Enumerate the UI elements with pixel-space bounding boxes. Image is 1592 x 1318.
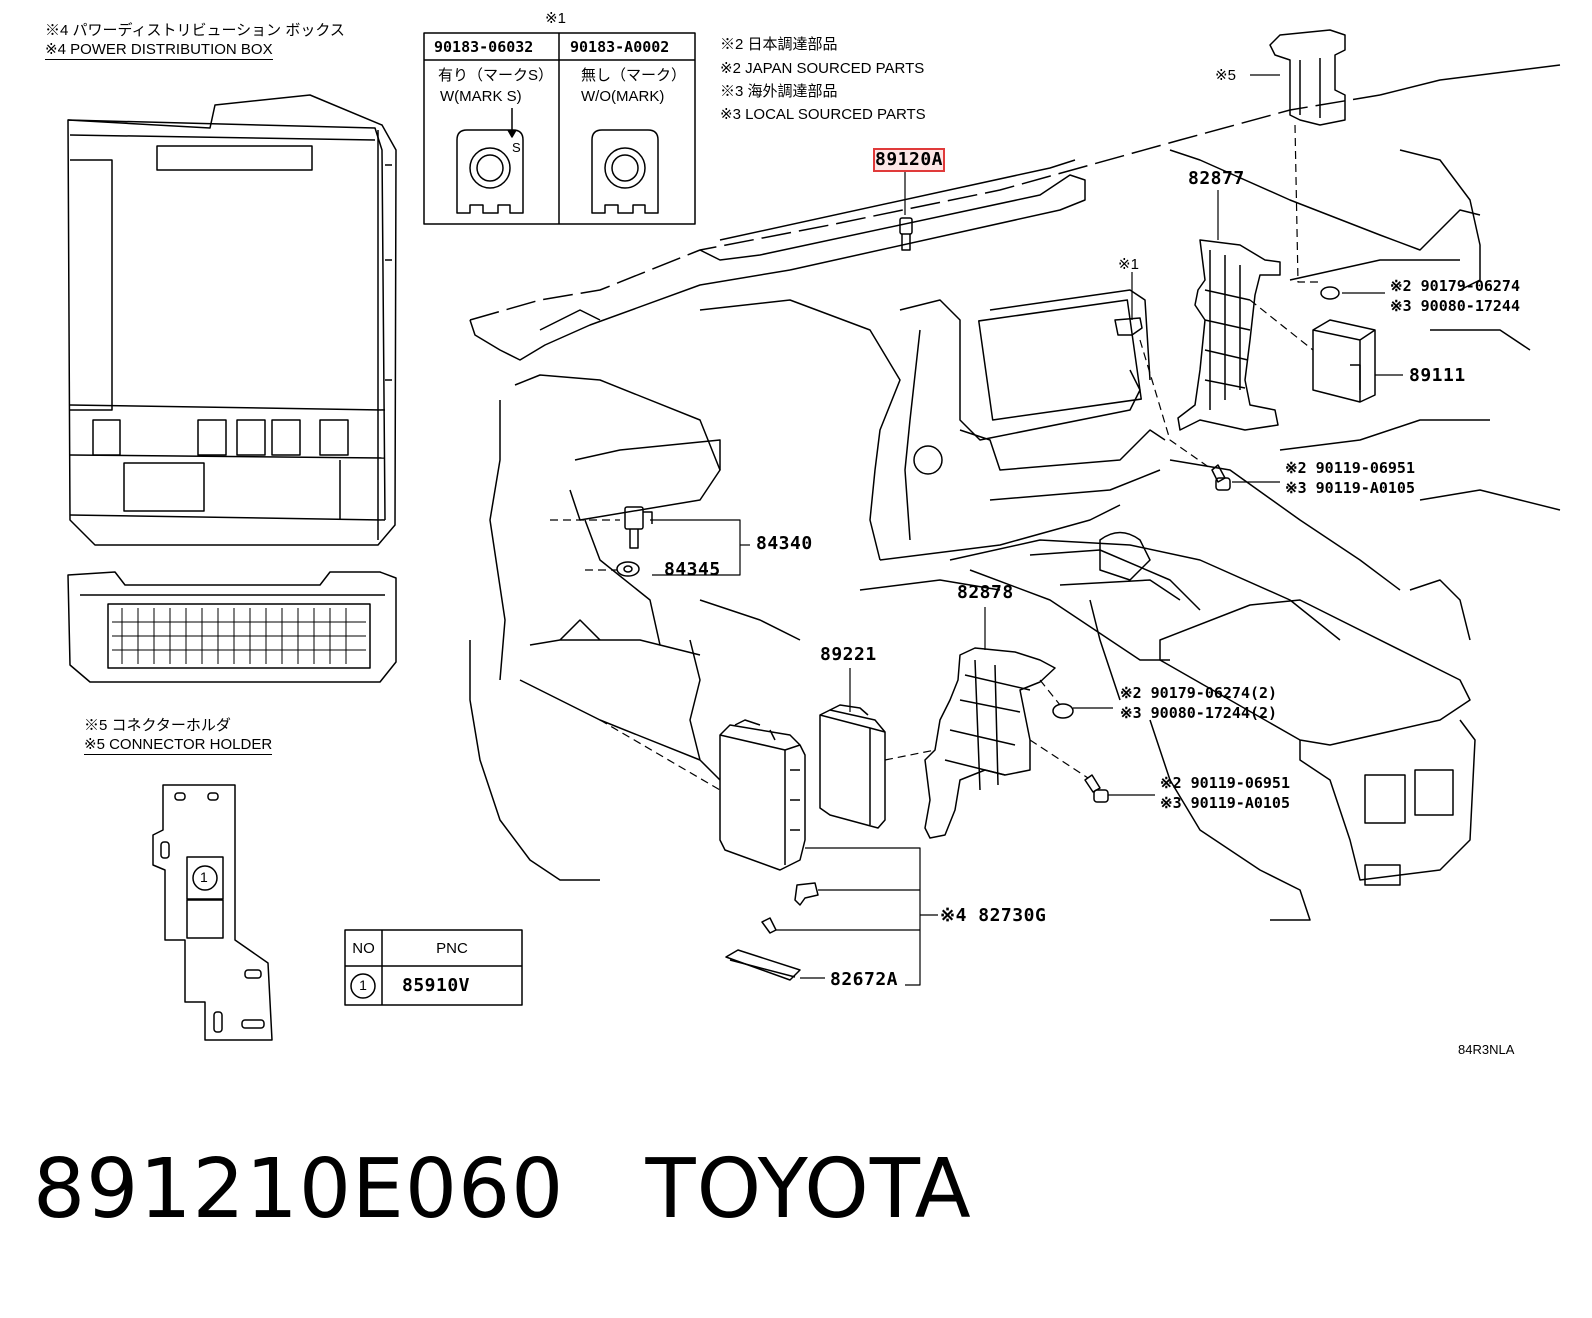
mark-table-note: ※1 xyxy=(545,10,566,27)
mark-table-part-1: 90183-06032 xyxy=(434,38,534,56)
pnc-table-grid xyxy=(344,929,523,1006)
power-distribution-box-bottom-view xyxy=(67,571,397,683)
part-82878-bracket xyxy=(924,647,1056,839)
callout-nut-lower-local[interactable]: ※3 90080-17244(2) xyxy=(1120,704,1278,722)
part-82730g-junction-block xyxy=(719,719,806,871)
leader-lines xyxy=(550,74,1403,986)
part-84340-switch xyxy=(624,506,653,549)
pdb-title-jp: ※4 パワーディストリビューション ボックス xyxy=(45,22,345,39)
part-89120a-drawing xyxy=(899,217,913,251)
callout-bolt-upper-local[interactable]: ※3 90119-A0105 xyxy=(1285,479,1415,497)
connector-holder-circle-number: 1 xyxy=(200,869,208,885)
connector-holder-title-en: ※5 CONNECTOR HOLDER xyxy=(84,736,273,755)
callout-82878[interactable]: 82878 xyxy=(957,582,1014,603)
part-x5-holder-top xyxy=(1269,29,1346,126)
callout-x1: ※1 xyxy=(1118,256,1139,273)
mark-table-without-jp: 無し（マーク） xyxy=(581,67,687,84)
part-clip-x1 xyxy=(1114,317,1143,336)
part-89111-module xyxy=(1312,319,1376,403)
power-distribution-box xyxy=(67,94,397,546)
mark-table-with-en: W(MARK S) xyxy=(440,88,522,105)
part-number-footer: 891210E060 TOYOTA xyxy=(33,1142,972,1237)
callout-84340[interactable]: 84340 xyxy=(756,533,813,554)
part-84345-nut xyxy=(616,561,640,577)
mark-table-without-en: W/O(MARK) xyxy=(581,88,665,105)
connector-holder-title-jp: ※5 コネクターホルダ xyxy=(84,717,231,734)
note-local-en: ※3 LOCAL SOURCED PARTS xyxy=(720,106,926,123)
part-nut-lower xyxy=(1052,703,1074,719)
part-82730g-clip xyxy=(794,882,819,906)
callout-89111[interactable]: 89111 xyxy=(1409,365,1466,386)
note-local-jp: ※3 海外調達部品 xyxy=(720,83,838,100)
pnc-header-no: NO xyxy=(352,940,375,957)
part-89221-module xyxy=(819,704,886,829)
callout-x5: ※5 xyxy=(1215,67,1236,84)
part-nut-upper xyxy=(1320,286,1340,300)
callout-82672a[interactable]: 82672A xyxy=(830,969,899,990)
pnc-header-pnc: PNC xyxy=(436,940,468,957)
note-japan-jp: ※2 日本調達部品 xyxy=(720,36,838,53)
callout-89120a[interactable]: 89120A xyxy=(872,148,946,172)
part-82877-bracket xyxy=(1177,239,1281,431)
mark-table-part-2: 90183-A0002 xyxy=(570,38,670,56)
callout-nut-upper-local[interactable]: ※3 90080-17244 xyxy=(1390,297,1520,315)
callout-bolt-lower-local[interactable]: ※3 90119-A0105 xyxy=(1160,794,1290,812)
part-bolt-lower xyxy=(1084,774,1109,803)
pnc-row-no: 1 xyxy=(359,977,367,993)
callout-82730g[interactable]: ※4 82730G xyxy=(940,905,1047,926)
pdb-title-en: ※4 POWER DISTRIBUTION BOX xyxy=(45,41,273,60)
part-bolt-upper xyxy=(1211,464,1231,491)
diagram-reference-code: 84R3NLA xyxy=(1458,1042,1515,1057)
mark-table-grid xyxy=(423,32,696,225)
callout-82877[interactable]: 82877 xyxy=(1188,168,1245,189)
callout-84345[interactable]: 84345 xyxy=(664,559,721,580)
part-82730g-terminal xyxy=(761,917,777,934)
pnc-row-pnc: 85910V xyxy=(402,975,471,996)
callout-bolt-upper-jp[interactable]: ※2 90119-06951 xyxy=(1285,459,1415,477)
mark-table-with-jp: 有り（マークS） xyxy=(438,67,554,84)
note-japan-en: ※2 JAPAN SOURCED PARTS xyxy=(720,60,925,77)
connector-holder-drawing xyxy=(152,784,273,1041)
callout-nut-lower-jp[interactable]: ※2 90179-06274(2) xyxy=(1120,684,1278,702)
mark-s-letter: S xyxy=(512,140,521,155)
part-82672a-cover xyxy=(725,949,801,981)
callout-bolt-lower-jp[interactable]: ※2 90119-06951 xyxy=(1160,774,1290,792)
callout-nut-upper-jp[interactable]: ※2 90179-06274 xyxy=(1390,277,1520,295)
callout-89221[interactable]: 89221 xyxy=(820,644,877,665)
dashboard-outline xyxy=(469,64,1561,921)
